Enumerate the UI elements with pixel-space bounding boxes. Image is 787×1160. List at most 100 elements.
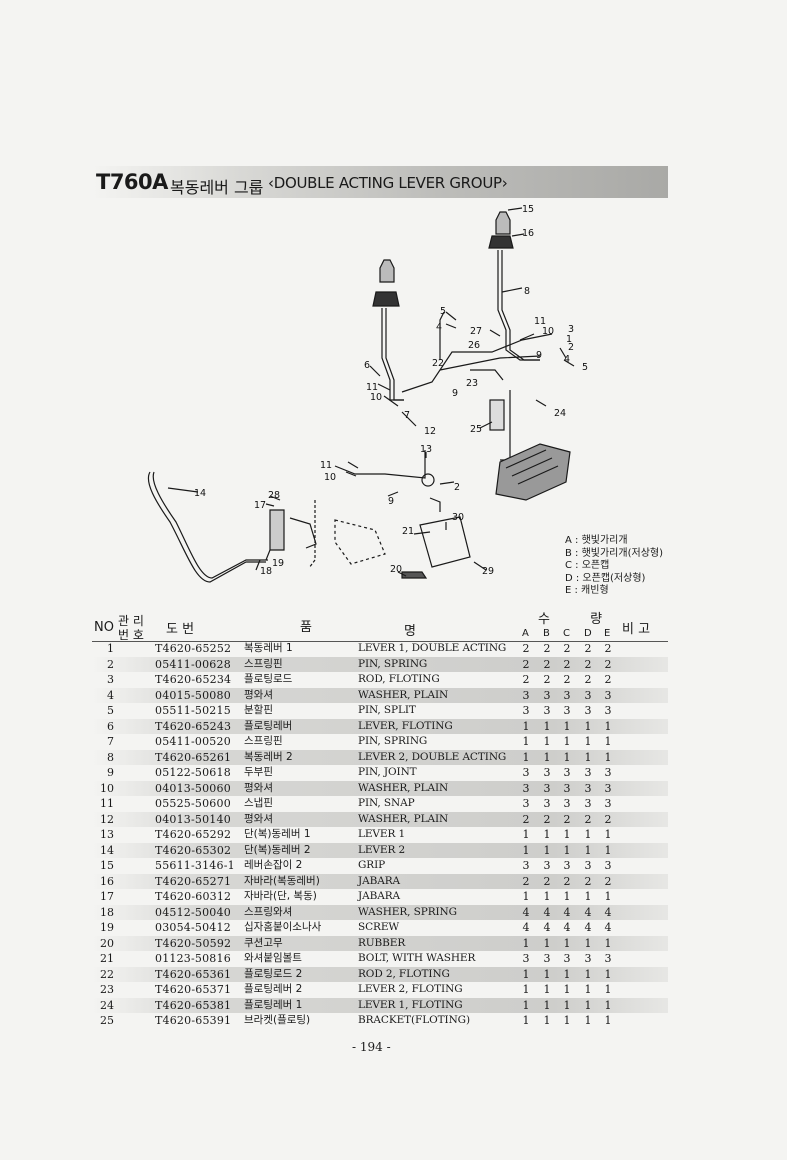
svg-text:11: 11 (534, 316, 546, 327)
legend-item: A : 햇빛가리개 (565, 535, 628, 546)
svg-text:12: 12 (424, 426, 436, 437)
quantity-e: 1 (604, 828, 612, 841)
qty-col-c: C (563, 628, 570, 639)
part-name-korean: 와셔붙임볼트 (244, 952, 302, 964)
quantity-e: 4 (604, 905, 612, 919)
part-number: 04015-50080 (155, 688, 231, 702)
quantity-b: 1 (543, 1014, 551, 1027)
part-name-korean: 플로팅로드 (244, 673, 293, 685)
part-number: 01123-50816 (155, 952, 231, 965)
quantity-c: 2 (563, 642, 571, 655)
quantity-a: 4 (522, 921, 530, 934)
part-name-korean: 단(복)동레버 1 (244, 828, 311, 840)
row-number: 15 (100, 859, 114, 872)
part-name-english: PIN, SNAP (358, 797, 415, 809)
quantity-e: 3 (604, 797, 612, 810)
quantity-e: 1 (604, 843, 612, 857)
svg-text:29: 29 (482, 566, 494, 577)
part-name-english: PIN, SPRING (358, 657, 428, 670)
quantity-d: 3 (584, 859, 592, 872)
quantity-a: 2 (522, 673, 530, 686)
part-name-korean: 플로팅레버 (244, 719, 293, 732)
row-number: 3 (107, 673, 114, 686)
part-name-english: LEVER, FLOTING (358, 719, 453, 732)
part-name-english: LEVER 2, DOUBLE ACTING (358, 750, 507, 763)
row-number: 12 (100, 812, 114, 826)
quantity-c: 3 (563, 859, 571, 872)
quantity-e: 3 (604, 952, 612, 965)
quantity-b: 1 (543, 719, 551, 733)
svg-text:19: 19 (272, 558, 284, 569)
part-number: T4620-65252 (155, 642, 232, 655)
quantity-c: 1 (563, 828, 571, 841)
part-name-korean: 스프링와셔 (244, 905, 293, 918)
quantity-e: 1 (604, 890, 612, 903)
part-number: T4620-65381 (155, 998, 232, 1012)
quantity-a: 3 (522, 952, 530, 965)
quantity-e: 3 (604, 766, 612, 779)
quantity-e: 2 (604, 874, 612, 888)
quantity-a: 4 (522, 905, 530, 919)
svg-text:3: 3 (568, 324, 574, 335)
row-number: 7 (107, 735, 114, 748)
svg-text:10: 10 (324, 472, 336, 483)
row-number: 6 (107, 719, 114, 733)
quantity-a: 1 (522, 1014, 530, 1027)
part-number: T4620-65243 (155, 719, 232, 733)
part-number: 03054-50412 (155, 921, 231, 934)
row-number: 9 (107, 766, 114, 779)
row-number: 22 (100, 967, 114, 981)
svg-text:24: 24 (554, 408, 566, 419)
quantity-a: 3 (522, 688, 530, 702)
part-name-english: WASHER, SPRING (358, 905, 457, 918)
qty-col-e: E (604, 628, 611, 639)
row-number: 24 (100, 998, 114, 1012)
svg-text:27: 27 (470, 326, 482, 337)
header-no: NO (94, 620, 114, 635)
quantity-e: 3 (604, 704, 612, 717)
part-name-korean: 단(복)동레버 2 (244, 843, 311, 856)
svg-text:14: 14 (194, 488, 206, 499)
row-number: 17 (100, 890, 114, 903)
quantity-b: 3 (543, 797, 551, 810)
svg-text:11: 11 (320, 460, 332, 471)
quantity-c: 4 (563, 921, 571, 934)
row-number: 21 (100, 952, 114, 965)
quantity-e: 2 (604, 642, 612, 655)
part-name-korean: 스프링핀 (244, 735, 283, 747)
quantity-b: 1 (543, 843, 551, 857)
quantity-c: 2 (563, 657, 571, 671)
part-name-korean: 복동레버 2 (244, 750, 293, 763)
quantity-c: 2 (563, 812, 571, 826)
part-name-korean: 플로팅레버 2 (244, 983, 303, 995)
quantity-a: 1 (522, 890, 530, 903)
svg-text:16: 16 (522, 228, 534, 239)
part-name-english: LEVER 1, FLOTING (358, 998, 463, 1011)
row-number: 13 (100, 828, 114, 841)
part-name-korean: 자바라(단, 복동) (244, 890, 317, 902)
quantity-b: 4 (543, 921, 551, 934)
svg-text:21: 21 (402, 526, 414, 537)
legend-item: C : 오픈캡 (565, 560, 610, 572)
svg-text:9: 9 (536, 350, 542, 361)
part-name-english: LEVER 2, FLOTING (358, 983, 463, 995)
svg-text:17: 17 (254, 500, 266, 511)
row-number: 2 (107, 657, 114, 671)
svg-text:5: 5 (582, 362, 588, 373)
quantity-b: 3 (543, 688, 551, 702)
row-number: 10 (100, 781, 114, 795)
legend-item: D : 오픈캡(저상형) (565, 572, 646, 584)
quantity-d: 1 (584, 1014, 592, 1027)
quantity-b: 2 (543, 673, 551, 686)
header-rule (92, 641, 668, 642)
